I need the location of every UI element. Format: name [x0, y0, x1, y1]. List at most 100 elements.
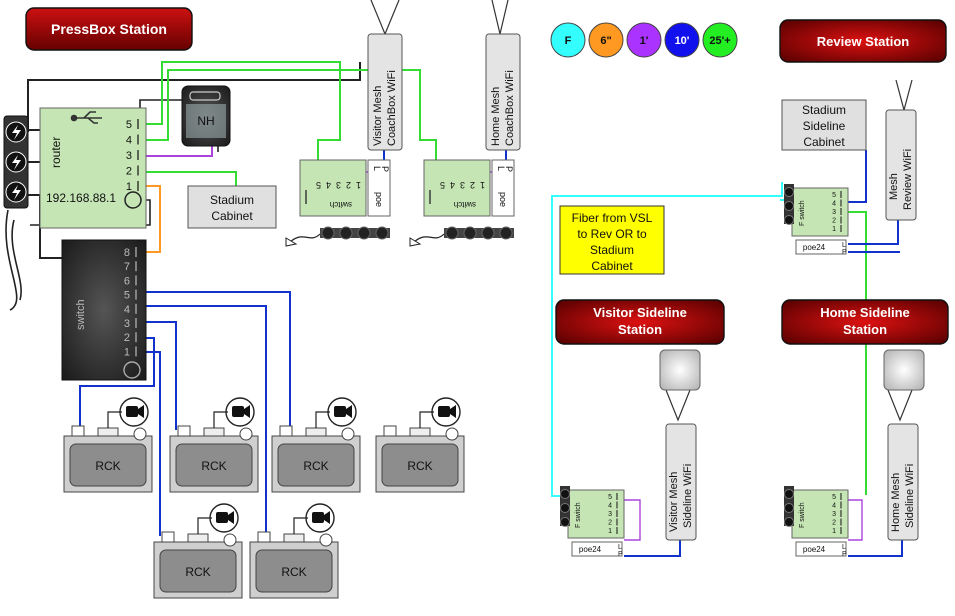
f-switch-port-label: 1: [832, 226, 836, 233]
station-review-label: Review Station: [817, 34, 910, 49]
small-switch-label: switch: [330, 200, 352, 209]
poe24-port-label: P: [842, 551, 847, 558]
f-switch-port-label: 4: [832, 503, 836, 510]
poe24-label: poe24: [579, 545, 602, 554]
poe24-port-label: P: [618, 551, 623, 558]
poe-port-label: P: [380, 166, 390, 172]
ap-home-sideline: [883, 349, 925, 391]
power-outlet-icon: [784, 503, 794, 513]
fiber-note-line1: Fiber from VSL: [572, 211, 653, 225]
mesh-visitor-coachbox-line1: Visitor Mesh: [372, 86, 384, 146]
f-switch-label: F switch: [799, 200, 806, 226]
switch-port-label: 2: [124, 332, 130, 344]
poe24-port-label: L: [842, 242, 846, 249]
switch-port-label: 4: [124, 304, 130, 316]
rck-unit: RCK: [63, 397, 153, 493]
f-switch-port-label: 3: [832, 209, 836, 216]
router-port-label: 5: [126, 119, 132, 131]
router-port-label: 3: [126, 150, 132, 162]
mesh-visitor-sideline-line2: Sideline WiFi: [682, 464, 694, 528]
sideline-cabinet-line2: Sideline: [803, 119, 846, 133]
fiber-note-line3: Stadium: [590, 243, 634, 257]
router-port-label: 2: [126, 166, 132, 178]
power-outlet-icon: [784, 187, 794, 197]
power-outlet-icon: [560, 503, 570, 513]
f-switch-port-label: 3: [608, 511, 612, 518]
mesh-visitor-sideline-line1: Visitor Mesh: [668, 472, 680, 532]
f-switch-label: F switch: [799, 502, 806, 528]
power-outlet-icon: [784, 489, 794, 499]
legend-label: F: [565, 35, 572, 47]
legend-swatch: [702, 22, 738, 58]
camera-icon: [119, 397, 149, 427]
power-outlet-icon: [357, 226, 371, 240]
station-pressbox: PressBox Station: [25, 7, 193, 51]
mesh-visitor-sideline: Visitor Mesh Sideline WiFi: [665, 423, 697, 541]
router-power-port-icon: [124, 191, 142, 209]
poe-port-label: P: [504, 166, 514, 172]
f-switch-port-label: 1: [608, 528, 612, 535]
legend-swatch: [664, 22, 700, 58]
f-switch-port-label: 3: [832, 511, 836, 518]
power-outlet-icon: [12, 185, 21, 200]
rck-unit: RCK: [169, 397, 259, 493]
router-port-label: 4: [126, 135, 132, 147]
ap-visitor-sideline: [659, 349, 701, 391]
small-switch-label: switch: [454, 200, 476, 209]
main-switch-label: switch: [75, 299, 87, 330]
rck-unit: RCK: [153, 503, 243, 599]
power-port-icon: [239, 427, 253, 441]
ethernet-port-icon: [177, 425, 191, 437]
hdmi-port-icon: [409, 427, 431, 437]
hdmi-port-icon: [97, 427, 119, 437]
poe24-port-label: P: [842, 249, 847, 256]
station-pressbox-label: PressBox Station: [51, 21, 167, 37]
station-home-sideline-line2: Station: [843, 322, 887, 337]
station-review: Review Station: [779, 19, 947, 63]
camera-icon: [431, 397, 461, 427]
hdmi-port-icon: [203, 427, 225, 437]
power-outlet-icon: [481, 226, 495, 240]
mesh-review-line2: Review WiFi: [902, 149, 914, 210]
ethernet-port-icon: [383, 425, 397, 437]
mesh-home-sideline-line2: Sideline WiFi: [904, 464, 916, 528]
rck-label: RCK: [201, 459, 226, 473]
wires: [5, 0, 913, 557]
f-switch-port-label: 5: [832, 494, 836, 501]
hdmi-port-icon: [305, 427, 327, 437]
power-outlet-icon: [375, 226, 389, 240]
poe24-port-label: L: [618, 544, 622, 551]
small-switch-port-label: 3: [336, 180, 341, 190]
small-switch-port-label: 3: [460, 180, 465, 190]
camera-icon: [225, 397, 255, 427]
mesh-home-coachbox-line1: Home Mesh: [490, 87, 502, 146]
mesh-home-coachbox: Home Mesh CoachBox WiFi: [485, 33, 521, 151]
camera-icon: [327, 397, 357, 427]
plug-icon: [409, 237, 422, 247]
router-port-label: 1: [126, 181, 132, 193]
camera-icon: [209, 503, 239, 533]
nh-label: NH: [197, 114, 214, 128]
usb-c-port-icon: [189, 91, 221, 101]
f-switch-port-label: 2: [832, 218, 836, 225]
f-switch-label: F switch: [575, 502, 582, 528]
f-switch-port-label: 4: [608, 503, 612, 510]
hdmi-port-icon: [187, 533, 209, 543]
poe-port-label: L: [496, 166, 506, 171]
poe24-port-label: L: [842, 544, 846, 551]
power-outlet-icon: [784, 517, 794, 527]
small-switch-port-label: 5: [440, 180, 445, 190]
power-port-icon: [445, 427, 459, 441]
f-switch-port-label: 5: [608, 494, 612, 501]
rck-label: RCK: [95, 459, 120, 473]
router-ports: 5 4 3 2 1: [126, 119, 139, 193]
